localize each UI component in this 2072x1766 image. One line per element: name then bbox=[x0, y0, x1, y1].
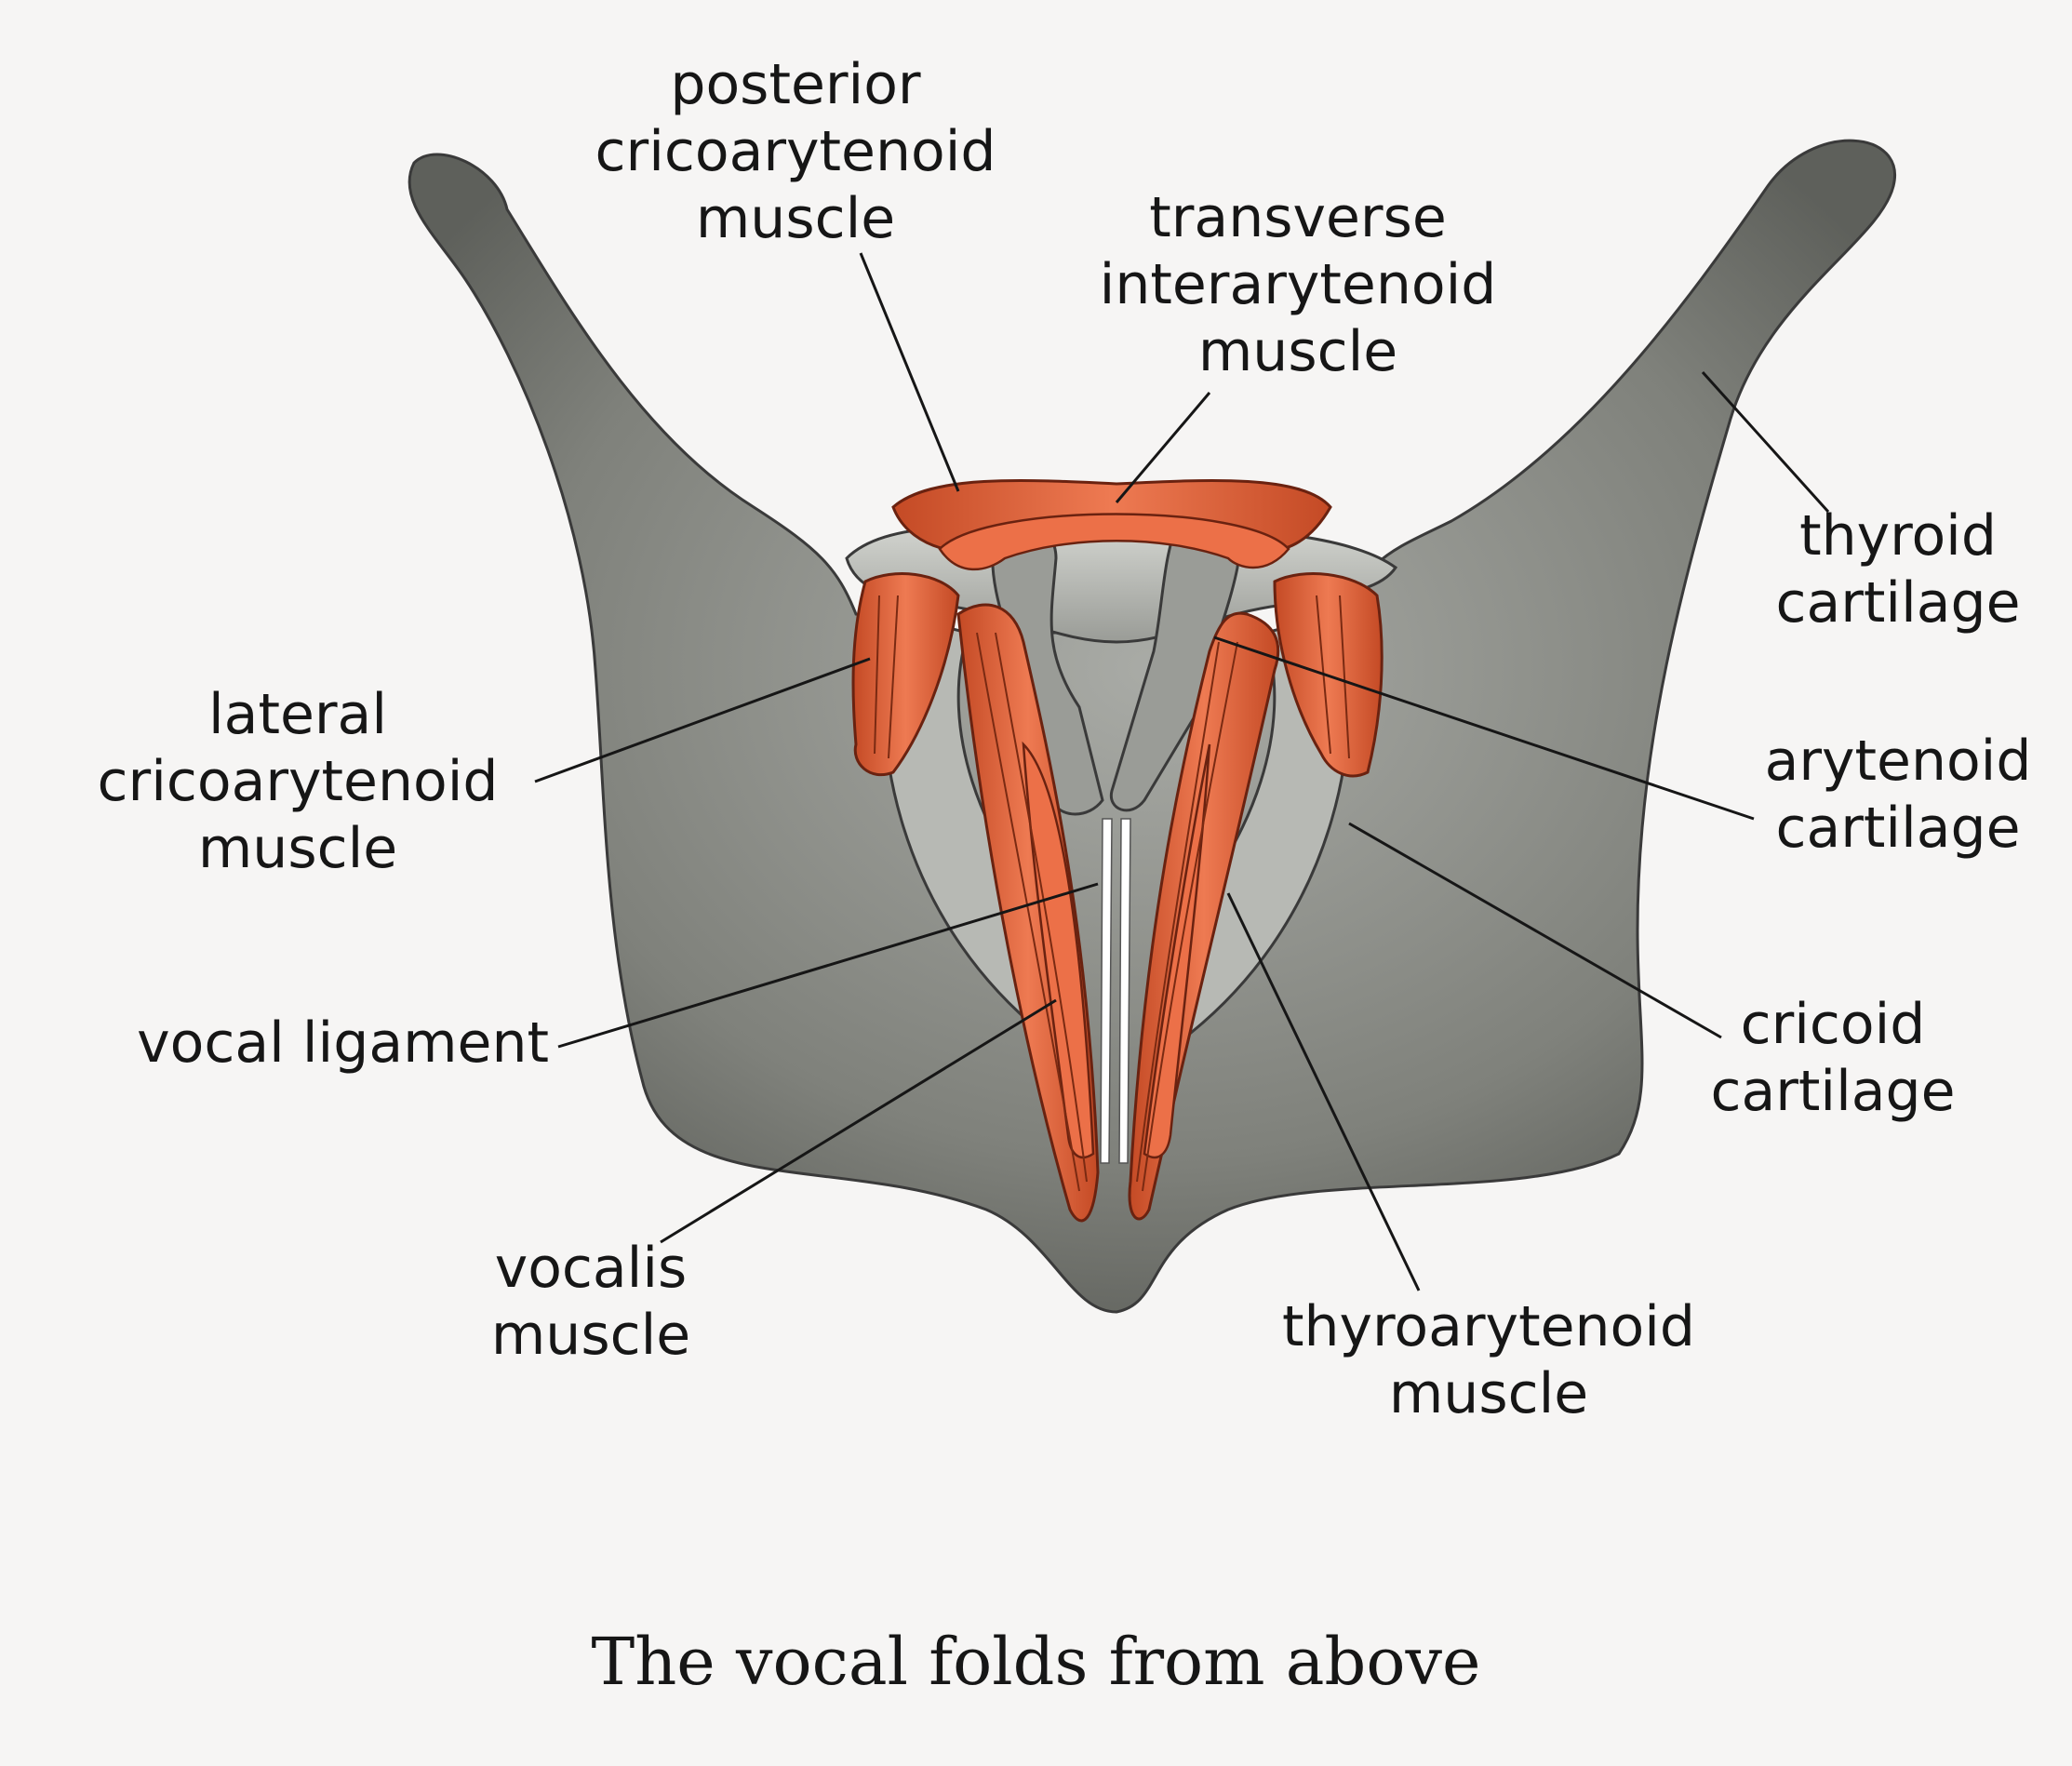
muscle-striations bbox=[874, 595, 1350, 1192]
label-thyroarytenoid-muscle: thyroarytenoid muscle bbox=[1282, 1294, 1695, 1426]
leader-vocal-ligament bbox=[557, 882, 1099, 1049]
right-vocalis bbox=[1143, 743, 1211, 1159]
label-vocalis-muscle: vocalis muscle bbox=[490, 1236, 691, 1368]
vocal-ligament-right bbox=[1118, 818, 1131, 1164]
figure-caption: The vocal folds from above bbox=[591, 1624, 1481, 1700]
transverse-interarytenoid-band bbox=[938, 513, 1290, 571]
label-thyroid-cartilage: thyroid cartilage bbox=[1775, 503, 2021, 635]
leader-arytenoid-cartilage bbox=[1213, 635, 1755, 821]
leader-thyroarytenoid-muscle bbox=[1226, 892, 1421, 1291]
label-arytenoid-cartilage: arytenoid cartilage bbox=[1764, 729, 2032, 861]
label-posterior-cricoarytenoid: posterior cricoarytenoid muscle bbox=[595, 52, 996, 251]
leader-posterior-cricoarytenoid bbox=[859, 252, 960, 492]
label-transverse-interarytenoid: transverse interarytenoid muscle bbox=[1099, 185, 1497, 384]
vocal-ligament-left bbox=[1100, 818, 1113, 1164]
leader-lines bbox=[534, 252, 1830, 1291]
leader-transverse-interarytenoid bbox=[1115, 392, 1211, 503]
leader-lateral-cricoarytenoid bbox=[534, 657, 871, 783]
label-cricoid-cartilage: cricoid cartilage bbox=[1710, 992, 1956, 1124]
leader-thyroid-cartilage bbox=[1701, 370, 1830, 514]
leader-vocalis-muscle bbox=[660, 998, 1057, 1244]
leader-cricoid-cartilage bbox=[1348, 822, 1722, 1039]
label-lateral-cricoarytenoid: lateral cricoarytenoid muscle bbox=[97, 682, 499, 881]
left-lateral-cricoarytenoid bbox=[851, 572, 960, 777]
label-vocal-ligament: vocal ligament bbox=[137, 1010, 549, 1076]
